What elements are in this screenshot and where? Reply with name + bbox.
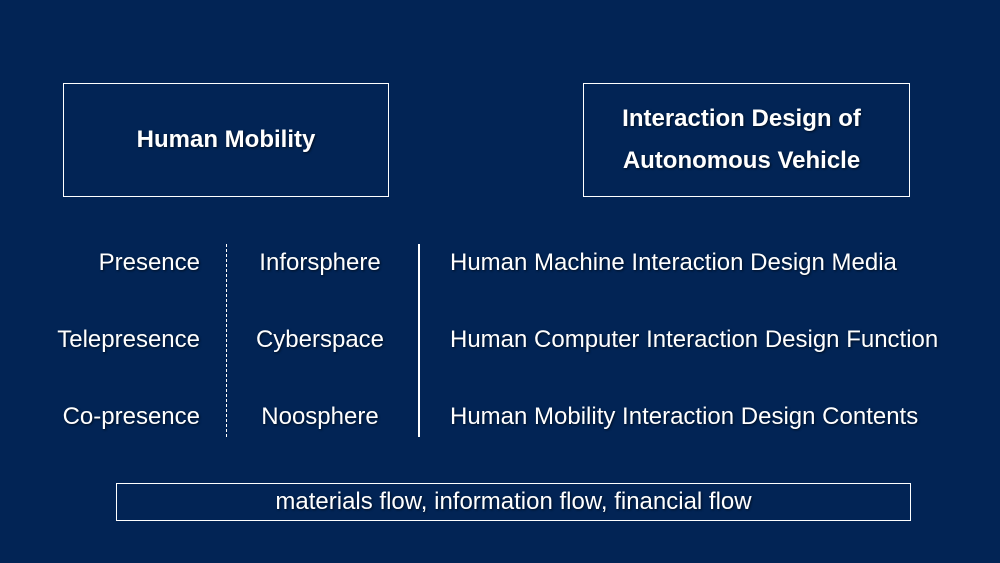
inforsphere-label: Inforsphere xyxy=(259,249,381,276)
telepresence-label: Telepresence xyxy=(57,326,200,353)
interaction-design-line1: Interaction Design of xyxy=(622,105,861,132)
hci-design-function-label: Human Computer Interaction Design Functi… xyxy=(450,326,939,353)
solid-divider xyxy=(418,244,420,437)
interaction-design-line2: Autonomous Vehicle xyxy=(622,147,861,174)
mobility-design-contents-label: Human Mobility Interaction Design Conten… xyxy=(450,403,919,430)
interaction-design-label: Interaction Design of Autonomous Vehicle xyxy=(622,98,861,182)
flows-label: materials flow, information flow, financ… xyxy=(275,488,752,515)
human-mobility-box: Human Mobility xyxy=(63,83,389,197)
cyberspace-label: Cyberspace xyxy=(255,326,385,353)
dashed-divider xyxy=(226,244,227,437)
hmi-design-media-label: Human Machine Interaction Design Media xyxy=(450,249,897,276)
presence-label: Presence xyxy=(98,249,200,276)
interaction-design-box: Interaction Design of Autonomous Vehicle xyxy=(583,83,910,197)
human-mobility-label: Human Mobility xyxy=(136,126,316,153)
noosphere-label: Noosphere xyxy=(261,403,379,430)
flows-box: materials flow, information flow, financ… xyxy=(116,483,911,521)
co-presence-label: Co-presence xyxy=(62,403,200,430)
